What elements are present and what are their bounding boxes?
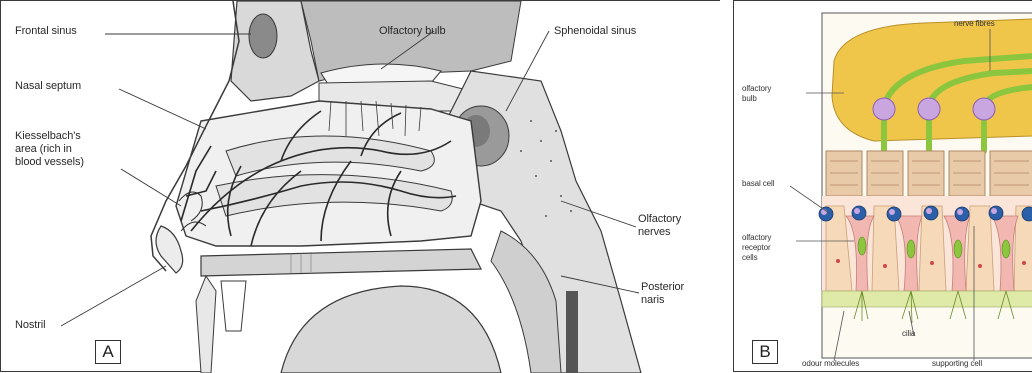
label-supporting-cell: supporting cell: [932, 359, 982, 369]
cribriform-plate: [826, 151, 1032, 196]
label-receptor-cells: olfactory receptor cells: [742, 233, 771, 263]
label-olfactory-bulb-b: olfactory bulb: [742, 84, 771, 104]
label-basal-cell: basal cell: [742, 179, 774, 189]
nasal-cavity-illustration: [1, 1, 721, 373]
panel-b-olfactory-epithelium: nerve fibres olfactory bulb basal cell o…: [733, 0, 1032, 372]
label-sphenoidal-sinus: Sphenoidal sinus: [554, 25, 636, 38]
panel-tag-b: B: [752, 340, 778, 364]
label-olfactory-nerves: Olfactory nerves: [638, 213, 681, 239]
mucus-layer: [822, 291, 1032, 307]
lateral-wall: [176, 101, 481, 246]
panel-tag-a: A: [95, 340, 121, 364]
label-nostril: Nostril: [15, 319, 45, 332]
label-frontal-sinus: Frontal sinus: [15, 25, 77, 38]
label-posterior-naris: Posterior naris: [641, 281, 684, 307]
panel-a-nasal-cavity-section: Frontal sinus Nasal septum Kiesselbach's…: [0, 0, 720, 372]
frontal-sinus-cavity: [249, 14, 277, 58]
tooth: [221, 281, 246, 331]
label-odour-molecules: odour molecules: [802, 359, 859, 369]
label-olfactory-bulb: Olfactory bulb: [379, 25, 445, 38]
label-kiesselbach-area: Kiesselbach's area (rich in blood vessel…: [15, 130, 84, 169]
olfactory-epithelium-illustration: [734, 1, 1032, 373]
label-nasal-septum: Nasal septum: [15, 80, 81, 93]
pharyngeal-wall: [566, 291, 578, 373]
label-nerve-fibres: nerve fibres: [954, 19, 995, 29]
mitral-cells: [873, 98, 995, 120]
label-cilia: cilia: [902, 329, 915, 339]
